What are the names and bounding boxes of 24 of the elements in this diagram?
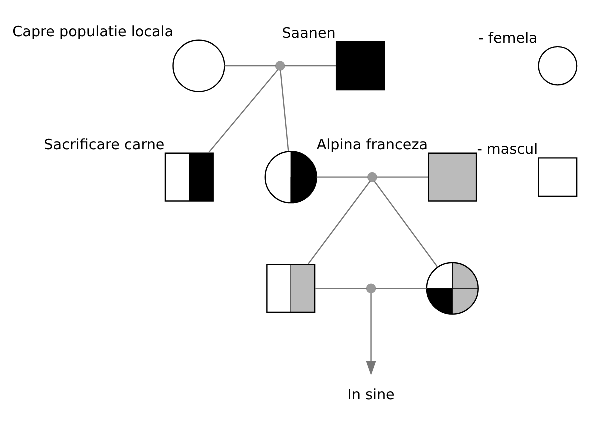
node-circle	[172, 40, 226, 92]
connector	[224, 65, 276, 67]
connector	[315, 288, 367, 290]
connector	[374, 180, 438, 268]
node-label: Capre populatie locala	[12, 24, 174, 40]
node-box	[336, 42, 386, 91]
node-cross	[366, 284, 376, 294]
connector	[376, 176, 428, 178]
node-cross	[275, 61, 286, 71]
node-label: Sacrificare carne	[44, 137, 165, 154]
node-box	[428, 152, 478, 202]
connector	[284, 65, 336, 67]
connector	[308, 180, 371, 265]
connector	[376, 288, 427, 290]
node-cross	[368, 172, 378, 182]
legend-label: - mascul	[477, 142, 538, 158]
node-text: In sine	[348, 387, 395, 404]
node-label: Saanen	[282, 26, 336, 42]
connector	[316, 176, 368, 178]
node-label: Alpina franceza	[316, 137, 428, 154]
connector	[208, 70, 279, 154]
legend-label: - femela	[478, 30, 538, 47]
arrow	[366, 293, 376, 376]
connector	[280, 70, 290, 152]
